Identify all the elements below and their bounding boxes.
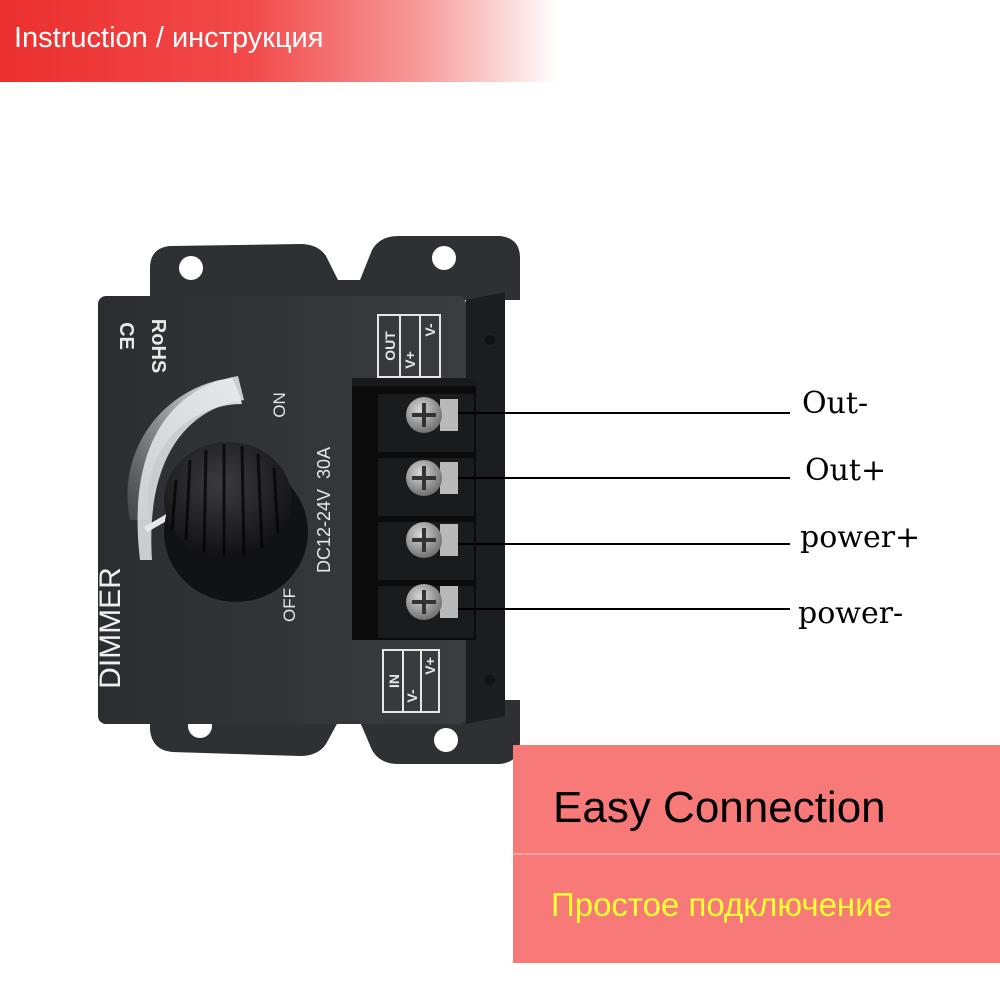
in-block-title: IN [386, 674, 402, 688]
out-block-title: OUT [382, 331, 398, 361]
out-block-terminal-vplus: V+ [402, 351, 418, 369]
header-banner: Instruction / инструкция [0, 0, 560, 82]
in-block-terminal-vminus: V- [404, 689, 420, 703]
terminal-screws [406, 397, 458, 620]
terminal-label-out-minus: Out- [802, 386, 869, 421]
callout-title-en: Easy Connection [553, 783, 886, 832]
knob-off-label: OFF [280, 588, 299, 622]
rohs-mark: RoHS [147, 319, 169, 373]
callout-divider [513, 853, 1000, 855]
terminal-label-out-plus: Out+ [805, 453, 887, 488]
knob-on-label: ON [270, 392, 289, 418]
rating-label: DC12-24V 30A [314, 447, 334, 573]
dimmer-knob[interactable] [164, 442, 308, 602]
terminal-label-power-minus: power- [798, 596, 904, 631]
callout-box: Easy Connection Простое подключение [513, 745, 1000, 963]
ce-mark: CE [115, 322, 137, 350]
out-block-terminal-vminus: V- [422, 323, 438, 337]
header-title: Instruction / инструкция [14, 22, 324, 54]
in-block-terminal-vplus: V+ [422, 657, 438, 675]
in-terminal-block-label: IN V- V+ [382, 649, 440, 713]
terminal-label-power-plus: power+ [800, 520, 921, 555]
callout-title-ru: Простое подключение [551, 886, 892, 923]
mounting-flange-top [150, 236, 520, 300]
brand-text: DIMMER [94, 567, 127, 689]
out-terminal-block-label: OUT V+ V- [377, 314, 441, 378]
